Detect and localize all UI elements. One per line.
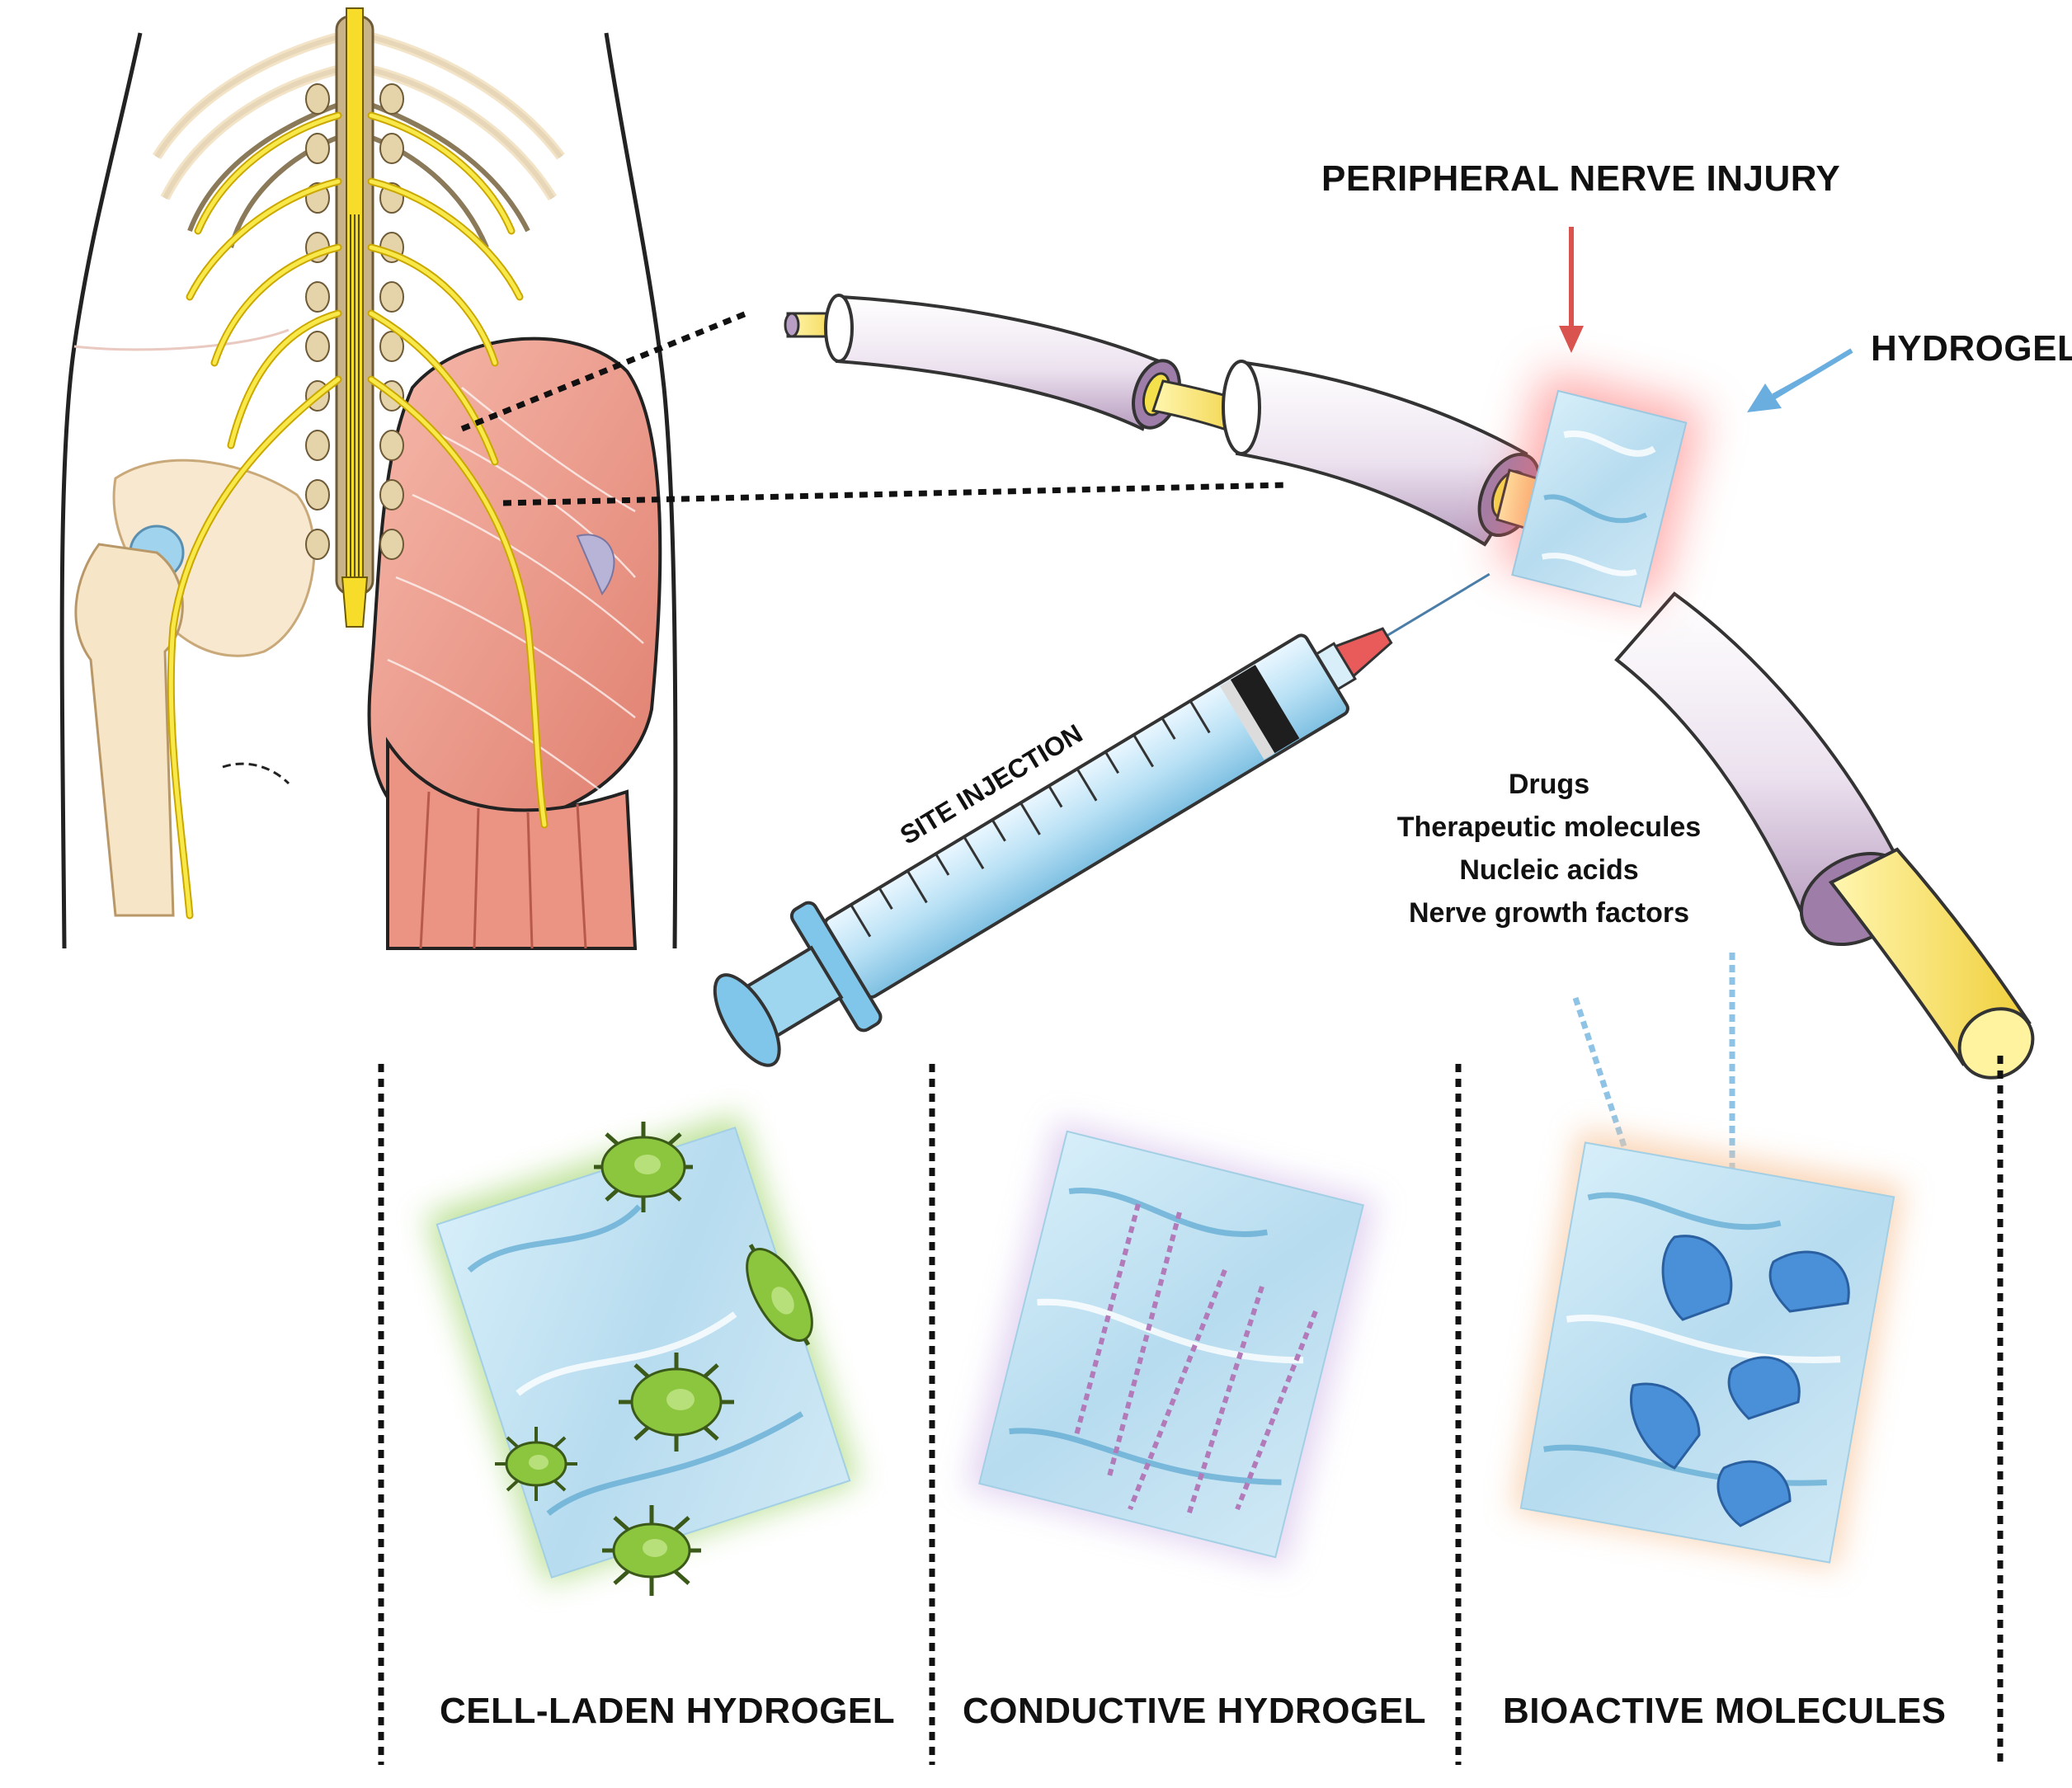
bioactive-molecules-illustration <box>1512 953 1905 1569</box>
hip-joint-right <box>576 534 615 595</box>
molecules <box>1629 1235 1850 1527</box>
peripheral-nerve-injury-label: PERIPHERAL NERVE INJURY <box>1321 158 1841 199</box>
hydrogel-arrow <box>1747 348 1853 412</box>
list-item: Drugs <box>1508 769 1590 800</box>
cell-laden-hydrogel-illustration <box>425 1113 859 1596</box>
hydrogel-label: HYDROGEL <box>1871 328 2072 369</box>
bioactive-list: Drugs Therapeutic molecules Nucleic acid… <box>1302 763 1797 934</box>
conductive-fibers <box>1074 1203 1318 1518</box>
list-item: Nerve growth factors <box>1408 897 1690 929</box>
panel-label-bioactive: BIOACTIVE MOLECULES <box>1503 1691 1947 1731</box>
syringe <box>713 572 1490 1067</box>
anatomy-illustration <box>59 7 678 950</box>
thigh-muscles <box>386 736 638 950</box>
neural-cells <box>495 1122 813 1596</box>
panel-label-conductive: CONDUCTIVE HYDROGEL <box>963 1691 1426 1731</box>
list-item: Therapeutic molecules <box>1396 812 1702 843</box>
body-outline-right <box>604 32 678 949</box>
hydrogel-wrap <box>1511 389 1688 609</box>
body-outline <box>59 32 143 949</box>
list-item: Nucleic acids <box>1459 854 1639 886</box>
vertebrae <box>305 83 404 560</box>
nerve-segment <box>784 294 2035 1080</box>
femur <box>74 543 184 917</box>
panel-label-cell-laden: CELL-LADEN HYDROGEL <box>440 1691 896 1731</box>
panel-dividers <box>378 1056 2004 1765</box>
injury-arrow <box>1559 227 1584 353</box>
zoom-lines <box>460 308 1288 506</box>
gluteal-muscle <box>367 336 662 830</box>
conductive-hydrogel-illustration <box>965 1120 1377 1569</box>
